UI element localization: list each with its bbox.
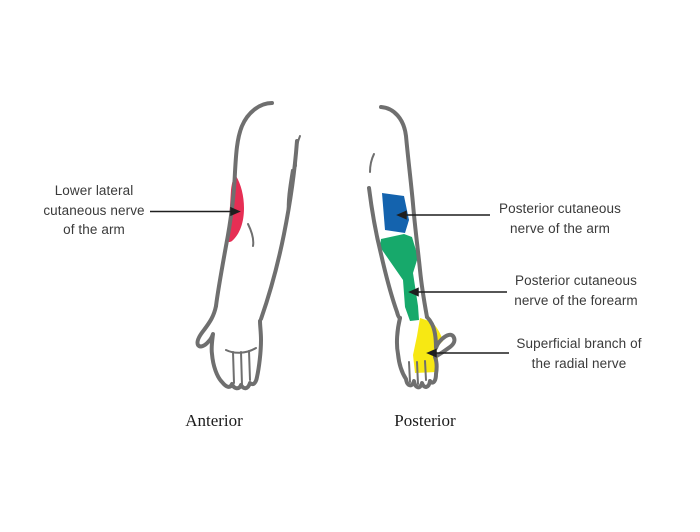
region-posterior-cutaneous-arm — [382, 193, 409, 233]
anterior-lateral-edge — [214, 101, 274, 308]
posterior-finger-line-3 — [424, 360, 427, 381]
label-posterior-cutaneous-nerve-forearm: Posterior cutaneous nerve of the forearm — [509, 271, 643, 310]
anterior-armpit-crease — [294, 135, 301, 167]
label-line: Lower lateral — [54, 183, 134, 198]
label-lower-lateral-cutaneous-nerve: Lower lateral cutaneous nerve of the arm — [34, 181, 154, 240]
caption-anterior-view: Anterior — [185, 411, 243, 430]
arrow-lower-lateral — [150, 206, 241, 217]
label-line: the radial nerve — [531, 355, 627, 371]
arrow-posterior-forearm — [408, 287, 507, 297]
label-line: Posterior cutaneous — [499, 201, 621, 216]
anterior-elbow-crease — [247, 223, 255, 247]
posterior-lateral-edge — [379, 105, 429, 319]
posterior-armpit-crease — [369, 153, 375, 173]
posterior-finger-line-2 — [416, 361, 419, 385]
anterior-finger-line-1 — [232, 351, 235, 384]
posterior-finger-line-1 — [408, 361, 411, 383]
posterior-hand — [394, 315, 457, 390]
anterior-knuckle-crease — [225, 347, 257, 354]
label-line: Superficial branch of — [516, 336, 642, 351]
anterior-inner-line — [286, 169, 293, 214]
anterior-hand — [195, 304, 263, 391]
anterior-arm-outline — [195, 101, 301, 391]
arrowhead-right-icon — [230, 206, 241, 217]
arrowhead-left-icon — [408, 287, 419, 297]
arrow-superficial-radial — [426, 348, 509, 358]
leader-arrows — [150, 206, 509, 358]
anterior-medial-edge — [259, 139, 299, 321]
posterior-arm-outline — [367, 105, 457, 390]
arrowhead-left-icon — [426, 348, 437, 358]
anterior-finger-line-3 — [248, 350, 251, 381]
label-line: nerve of the forearm — [514, 292, 638, 308]
label-line: Posterior cutaneous — [515, 273, 637, 288]
label-line: nerve of the arm — [510, 220, 610, 236]
label-line: cutaneous nerve — [43, 202, 145, 218]
label-posterior-cutaneous-nerve-arm: Posterior cutaneous nerve of the arm — [494, 199, 626, 238]
caption-posterior-view: Posterior — [394, 411, 456, 430]
anterior-finger-line-2 — [240, 351, 243, 386]
arrowhead-left-icon — [396, 210, 407, 220]
label-superficial-branch-radial-nerve: Superficial branch of the radial nerve — [512, 334, 646, 373]
region-posterior-cutaneous-forearm — [380, 234, 419, 321]
arrow-posterior-arm — [396, 210, 490, 220]
label-line: of the arm — [63, 222, 125, 237]
posterior-medial-edge — [367, 186, 402, 320]
